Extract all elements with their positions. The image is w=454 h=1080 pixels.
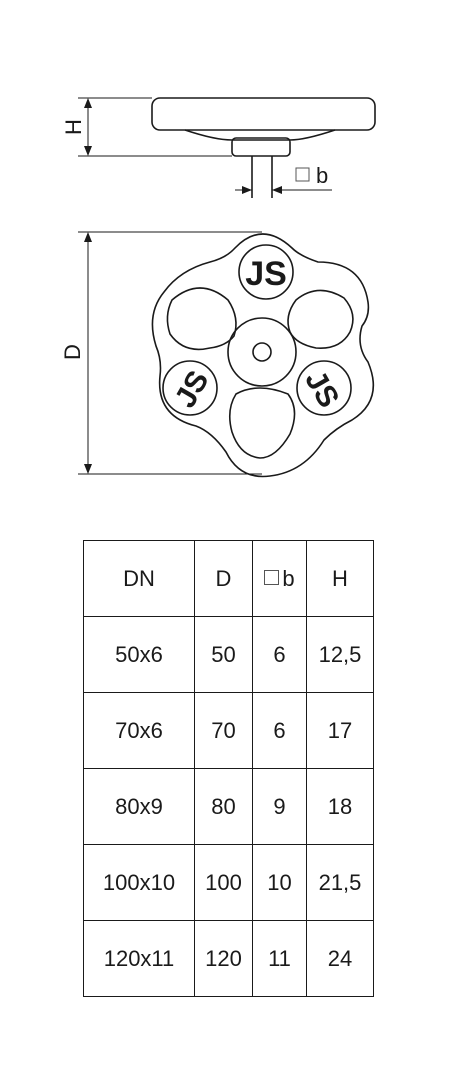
header-dn: DN [83,540,195,617]
side-view [78,97,376,198]
cell-h: 18 [306,768,374,845]
cell-dn: 70x6 [83,692,195,769]
cell-dn: 120x11 [83,920,195,997]
cell-dn: 100x10 [83,844,195,921]
cell-d: 100 [194,844,253,921]
header-b: b [252,540,307,617]
cell-d: 70 [194,692,253,769]
logo-mark-top: JS [245,255,287,293]
cell-d: 120 [194,920,253,997]
table-row: 70x6 70 6 17 [83,692,374,769]
dimensions-table: DN D b H 50x6 50 6 12,5 70x6 70 6 17 80x… [83,540,374,997]
table-row: 100x10 100 10 21,5 [83,844,374,921]
handwheel-outline [151,233,375,478]
cell-b: 10 [252,844,307,921]
cell-b: 6 [252,692,307,769]
cell-dn: 80x9 [83,768,195,845]
cell-h: 17 [306,692,374,769]
square-icon [264,569,280,585]
header-d: D [194,540,253,617]
header-h: H [306,540,374,617]
table-row: 120x11 120 11 24 [83,920,374,997]
cell-b: 9 [252,768,307,845]
cell-dn: 50x6 [83,616,195,693]
header-b-label: b [282,565,295,591]
cell-d: 80 [194,768,253,845]
logo-mark-left: JS [169,365,216,413]
table-row: 50x6 50 6 12,5 [83,616,374,693]
technical-drawing: JS JS JS H b D [60,97,376,478]
cell-h: 24 [306,920,374,997]
logo-mark-right: JS [298,365,345,413]
cell-h: 12,5 [306,616,374,693]
top-view [78,231,375,478]
dim-label-D: D [60,344,85,360]
cell-b: 11 [252,920,307,997]
table-header-row: DN D b H [83,540,374,617]
cell-b: 6 [252,616,307,693]
table-row: 80x9 80 9 18 [83,768,374,845]
dim-label-H: H [61,119,86,135]
cell-d: 50 [194,616,253,693]
dim-label-b: b [316,163,328,188]
cell-h: 21,5 [306,844,374,921]
